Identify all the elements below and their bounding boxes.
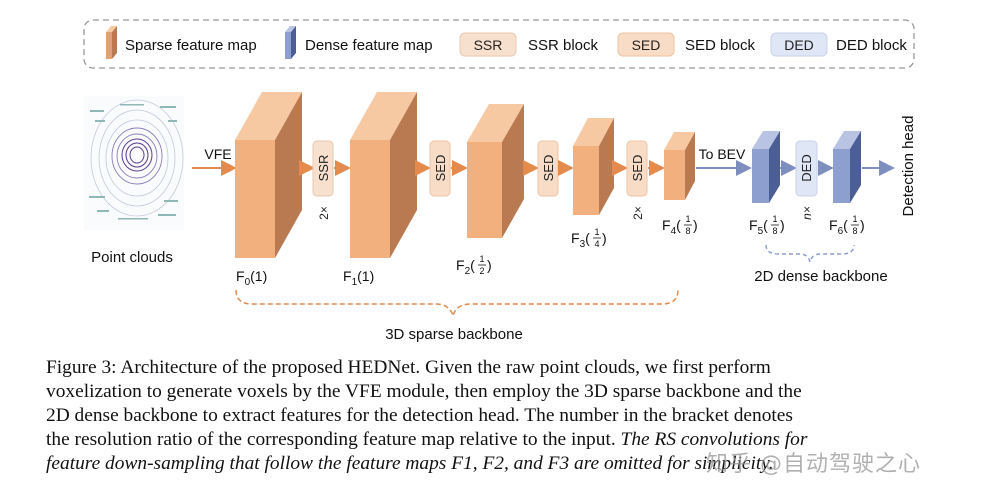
caption-line-5: feature down-sampling that follow the fe… <box>46 453 774 474</box>
sed-repeat-label: 2× <box>631 206 645 220</box>
svg-text:F6(: F6( <box>829 217 848 237</box>
label-f6: F6( 1 8 ) <box>829 214 865 237</box>
sparse-backbone-label: 3D sparse backbone <box>385 326 523 343</box>
svg-text:8: 8 <box>685 226 690 236</box>
sed-block-3-label: SED <box>630 155 645 182</box>
dense-backbone-brace <box>765 244 855 263</box>
svg-text:8: 8 <box>772 226 777 236</box>
sed-block-3 <box>626 140 648 197</box>
svg-text:): ) <box>780 217 785 233</box>
legend-ded-swatch <box>770 32 828 57</box>
legend: Sparse feature map Dense feature map SSR… <box>83 19 915 69</box>
feature-map-f6 <box>833 131 861 203</box>
label-f4: F4( 1 8 ) <box>662 214 698 237</box>
svg-text:1: 1 <box>594 227 599 237</box>
caption-line-4-italic: The RS convolutions for <box>615 429 808 450</box>
feature-map-f2 <box>467 104 524 238</box>
svg-text:F4(: F4( <box>662 217 681 237</box>
dense-backbone-label: 2D dense backbone <box>754 268 887 285</box>
sparse-backbone-brace <box>235 289 679 317</box>
ded-repeat-label: n× <box>800 206 814 220</box>
svg-text:1: 1 <box>772 214 777 224</box>
legend-ssr-swatch <box>459 32 517 57</box>
watermark: 知乎 @自动驾驶之心 <box>706 452 921 477</box>
sed-block-1 <box>429 140 451 197</box>
svg-text:F3(: F3( <box>571 230 590 250</box>
label-f5: F5( 1 8 ) <box>749 214 785 237</box>
ded-block-label: DED <box>799 154 814 181</box>
caption-line-3: 2D dense backbone to extract features fo… <box>46 405 793 426</box>
point-clouds-label: Point clouds <box>91 249 173 266</box>
legend-sed-tag: SED <box>632 37 661 53</box>
legend-border <box>83 19 915 69</box>
legend-ded-label: DED block <box>836 37 907 54</box>
svg-text:1: 1 <box>479 254 484 264</box>
sed-block-1-label: SED <box>433 155 448 182</box>
label-f1: F1(1) <box>343 268 374 288</box>
legend-sparse-label: Sparse feature map <box>125 37 257 54</box>
svg-text:1: 1 <box>685 214 690 224</box>
ssr-block-label: SSR <box>316 155 331 182</box>
svg-text:4: 4 <box>594 239 599 249</box>
label-f0: F0(1) <box>236 268 267 288</box>
legend-ssr-label: SSR block <box>528 37 599 54</box>
feature-map-f4 <box>664 132 695 200</box>
legend-dense-label: Dense feature map <box>305 37 433 54</box>
legend-ded-tag: DED <box>784 37 814 53</box>
legend-sed-label: SED block <box>685 37 756 54</box>
legend-dense-icon <box>285 26 296 59</box>
ssr-repeat-label: 2× <box>317 206 331 220</box>
caption-line-4: the resolution ratio of the correspondin… <box>46 428 956 452</box>
svg-text:): ) <box>487 257 492 273</box>
svg-text:2: 2 <box>479 266 484 276</box>
feature-map-f1 <box>350 92 417 258</box>
feature-map-f3 <box>573 118 614 215</box>
vfe-label: VFE <box>204 146 231 162</box>
svg-text:F2(: F2( <box>456 257 475 277</box>
label-f2: F2( 1 2 ) <box>456 254 492 277</box>
caption-line-2: voxelization to generate voxels by the V… <box>46 381 802 402</box>
feature-map-f5 <box>752 131 780 203</box>
legend-ssr-tag: SSR <box>474 37 503 53</box>
legend-sparse-icon <box>106 26 117 59</box>
feature-map-f0 <box>235 92 302 258</box>
legend-sed-swatch <box>617 32 675 57</box>
point-cloud-image <box>84 96 184 230</box>
figure-caption: Figure 3: Architecture of the proposed H… <box>46 356 956 476</box>
sed-block-2-label: SED <box>541 155 556 182</box>
caption-line-1: Figure 3: Architecture of the proposed H… <box>46 357 771 378</box>
architecture-diagram: Sparse feature map Dense feature map SSR… <box>83 19 917 343</box>
to-bev-label: To BEV <box>699 146 746 162</box>
caption-line-4-normal: the resolution ratio of the correspondin… <box>46 429 616 450</box>
svg-text:1: 1 <box>852 214 857 224</box>
svg-text:8: 8 <box>852 226 857 236</box>
svg-text:F5(: F5( <box>749 217 768 237</box>
ded-block <box>795 140 818 197</box>
svg-text:): ) <box>693 217 698 233</box>
svg-text:): ) <box>860 217 865 233</box>
ssr-block <box>312 140 334 197</box>
detection-head-label: Detection head <box>900 116 917 217</box>
svg-text:): ) <box>602 230 607 246</box>
label-f3: F3( 1 4 ) <box>571 227 607 250</box>
